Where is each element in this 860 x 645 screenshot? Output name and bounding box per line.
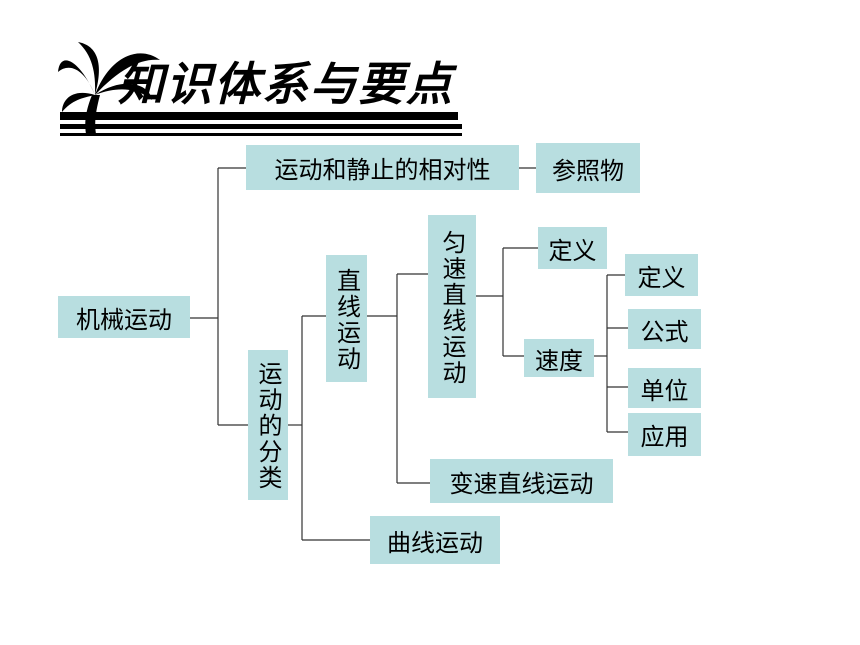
node-straight-motion: 直线运动 <box>326 255 367 382</box>
node-variable-motion: 变速直线运动 <box>430 459 613 503</box>
straight-motion-text: 直线运动 <box>332 267 361 372</box>
node-definition-speed: 定义 <box>625 254 698 296</box>
node-application: 应用 <box>628 413 701 456</box>
node-speed: 速度 <box>524 339 594 377</box>
page-title: 知识体系与要点 <box>118 57 454 111</box>
node-definition-uniform: 定义 <box>538 227 607 269</box>
uniform-motion-text: 匀速直线运动 <box>438 229 466 386</box>
node-relativity: 运动和静止的相对性 <box>246 145 519 190</box>
node-curved-motion: 曲线运动 <box>370 516 500 564</box>
node-mechanical-motion: 机械运动 <box>58 296 190 338</box>
node-classification: 运动的分类 <box>248 350 288 500</box>
classification-text: 运动的分类 <box>254 361 282 491</box>
node-reference-object: 参照物 <box>536 143 640 193</box>
node-uniform-motion: 匀速直线运动 <box>428 215 476 398</box>
node-formula: 公式 <box>628 309 701 349</box>
node-unit: 单位 <box>628 368 701 408</box>
